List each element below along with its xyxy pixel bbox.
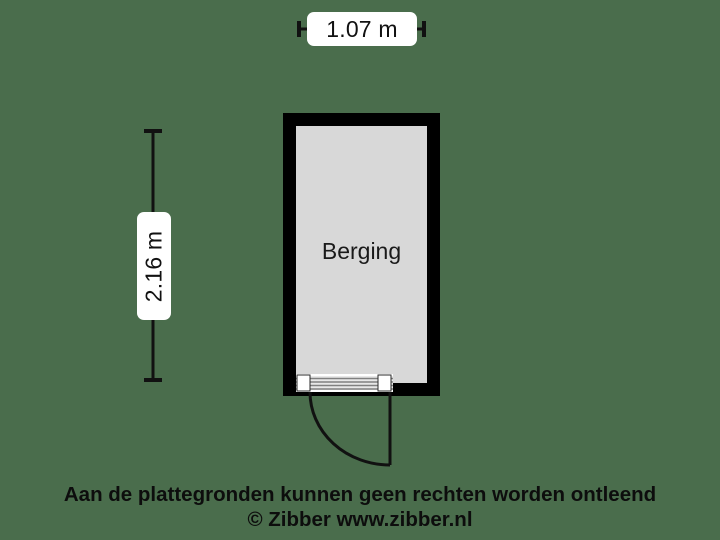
door-jamb-block-left: [296, 374, 311, 392]
door-threshold: [296, 374, 393, 392]
plan-caption: Aan de plattegronden kunnen geen rechten…: [0, 482, 720, 532]
dimension-left-label-text: 2.16 m: [140, 230, 167, 302]
caption-line-copyright: © Zibber www.zibber.nl: [247, 508, 473, 531]
room-label-berging: Berging: [321, 238, 402, 264]
room-interior-berging: [296, 126, 427, 383]
dimension-top-label-text: 1.07 m: [326, 15, 398, 42]
door-jamb-block-right: [377, 374, 392, 392]
dimension-left-label: 2.16 m: [137, 212, 171, 320]
door-swing-berging: [308, 391, 392, 467]
door-swing-arc: [308, 391, 391, 467]
dimension-top-label: 1.07 m: [307, 12, 417, 46]
caption-line-disclaimer: Aan de plattegronden kunnen geen rechten…: [63, 483, 657, 506]
door-threshold-plate: [296, 376, 393, 390]
